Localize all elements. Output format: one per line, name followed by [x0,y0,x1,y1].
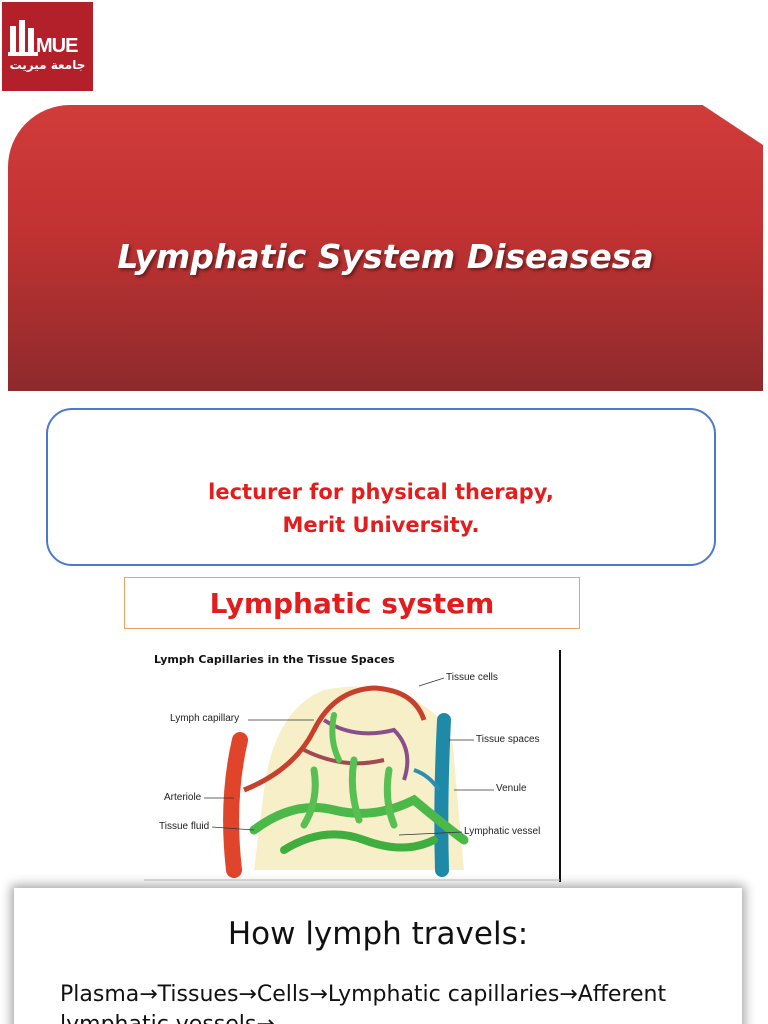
label-tissue-fluid: Tissue fluid [159,821,210,832]
logo-arabic-text: جامعة ميريت [9,58,86,72]
label-tissue-spaces: Tissue spaces [476,734,540,745]
lymph-capillaries-diagram: Lymph Capillaries in the Tissue Spaces T… [144,650,562,882]
page-title: Lymphatic System Diseasesa [117,237,654,276]
label-lymphatic-vessel: Lymphatic vessel [464,826,541,837]
diagram-caption: Lymph Capillaries in the Tissue Spaces [154,653,395,666]
section-title-text: Lymphatic system [209,586,495,620]
university-logo: MUE جامعة ميريت [2,2,93,91]
lecturer-box: lecturer for physical therapy, Merit Uni… [46,408,716,566]
label-lymph-capillary: Lymph capillary [170,713,240,724]
label-tissue-cells: Tissue cells [446,672,498,683]
lecturer-line-2: Merit University. [282,513,480,537]
lymph-travel-box: How lymph travels: Plasma→Tissues→Cells→… [14,888,742,1024]
label-arteriole: Arteriole [164,792,202,803]
logo-text: MUE [36,35,78,57]
title-banner: Lymphatic System Diseasesa [8,105,763,391]
lecturer-line-1: lecturer for physical therapy, [208,480,554,504]
building-icon [8,20,38,56]
section-title: Lymphatic system [124,577,580,629]
lymph-travel-text: Plasma→Tissues→Cells→Lymphatic capillari… [60,982,667,1024]
lymph-travel-heading: How lymph travels: [227,916,529,952]
diagram-illustration [144,650,561,882]
label-venule: Venule [496,783,527,794]
